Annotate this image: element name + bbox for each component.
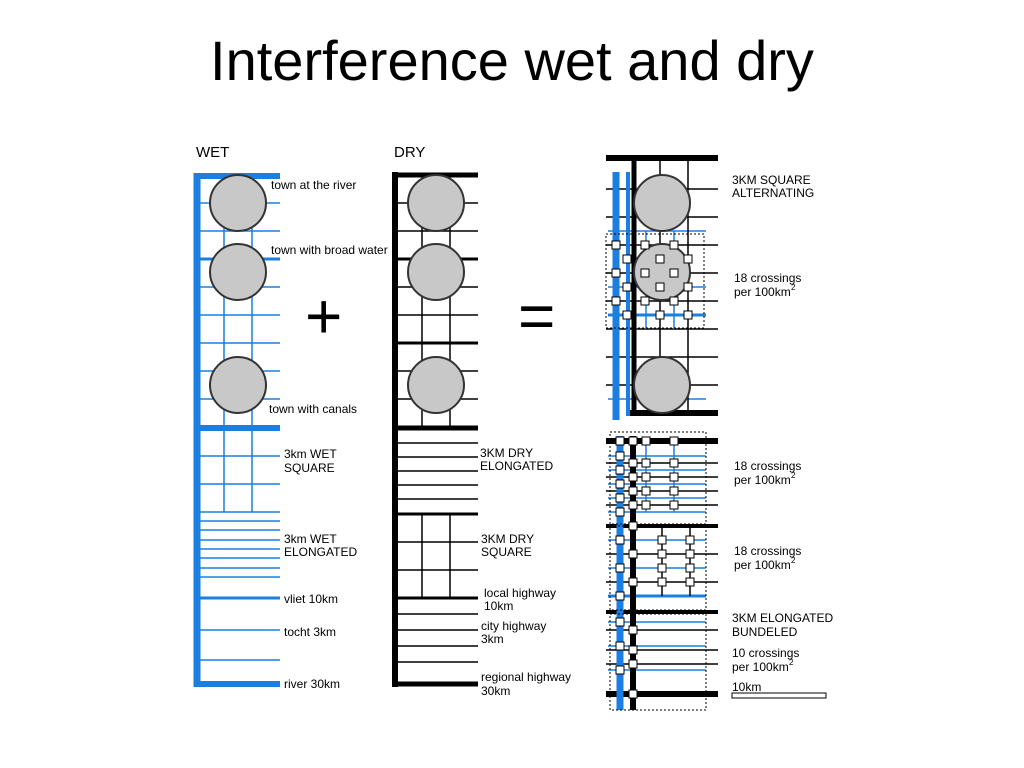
wet-town-canals — [209, 356, 267, 414]
wet-label: SQUARE — [284, 461, 335, 475]
wet-town-broad-water — [209, 243, 267, 301]
wet-verticals — [223, 176, 253, 512]
wet-label: 3km WET — [284, 532, 337, 546]
result-lower-grid — [606, 431, 718, 711]
dry-label: 30km — [481, 684, 510, 698]
page-title: Interference wet and dry — [210, 29, 814, 92]
wet-horizontals — [196, 173, 280, 687]
result-label: per 100km — [732, 660, 789, 674]
dry-label: 3KM DRY — [481, 532, 534, 546]
dry-column: DRY — [392, 144, 571, 698]
dry-label: 10km — [484, 599, 513, 613]
dry-label: regional highway — [481, 670, 571, 684]
wet-label: tocht 3km — [284, 625, 336, 639]
dry-label: local highway — [484, 586, 556, 600]
plus-operator: + — [305, 280, 342, 352]
wet-header: WET — [196, 144, 229, 161]
dry-label: SQUARE — [481, 545, 532, 559]
wet-label: town with canals — [269, 402, 357, 416]
dry-town-2 — [407, 243, 465, 301]
result-label: 10 crossings — [732, 646, 799, 660]
result-superscript: 2 — [791, 471, 796, 480]
wet-label: vliet 10km — [284, 592, 338, 606]
scale-bar-label: 10km — [732, 680, 761, 694]
result-column: 3KM SQUARE ALTERNATING 18 crossings per … — [605, 155, 833, 711]
dry-label: city highway — [481, 619, 546, 633]
result-label: per 100km — [734, 285, 791, 299]
result-label: BUNDELED — [732, 625, 798, 639]
dry-label: 3km — [481, 632, 504, 646]
dry-town-1 — [407, 174, 465, 232]
wet-label: 3km WET — [284, 447, 337, 461]
wet-label: ELONGATED — [284, 545, 357, 559]
result-label: 18 crossings — [734, 544, 801, 558]
result-label: per 100km — [734, 558, 791, 572]
result-superscript: 2 — [789, 658, 794, 667]
wet-town-at-river — [209, 174, 267, 232]
wet-label: town with broad water — [271, 243, 388, 257]
wet-label: river 30km — [284, 677, 340, 691]
dry-label: ELONGATED — [480, 459, 553, 473]
result-label: ALTERNATING — [732, 186, 814, 200]
result-superscript: 2 — [791, 556, 796, 565]
wet-label: town at the river — [271, 178, 356, 192]
scale-bar — [731, 692, 827, 699]
equals-operator: = — [518, 280, 555, 352]
result-label: per 100km — [734, 473, 791, 487]
dry-town-3 — [407, 356, 465, 414]
result-top-grid — [605, 155, 718, 420]
result-label: 18 crossings — [734, 271, 801, 285]
dry-header: DRY — [394, 144, 425, 161]
dry-label: 3KM DRY — [480, 446, 533, 460]
wet-column: WET — [193, 144, 388, 691]
result-label: 3KM ELONGATED — [732, 611, 833, 625]
result-superscript: 2 — [791, 283, 796, 292]
result-label: 18 crossings — [734, 459, 801, 473]
result-label: 3KM SQUARE — [732, 173, 811, 187]
